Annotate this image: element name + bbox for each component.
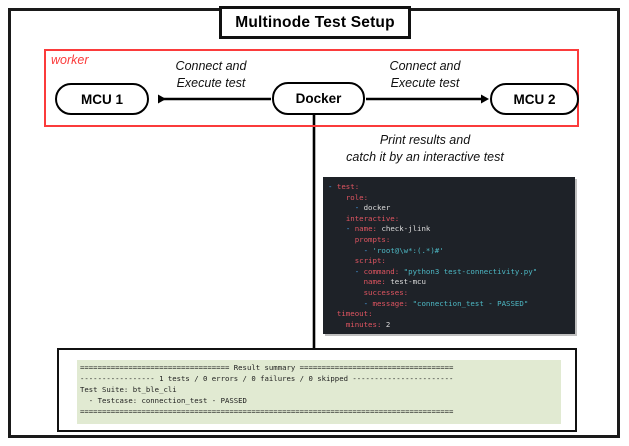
yaml-line: timeout: xyxy=(336,309,373,319)
edge-label-right-line2: Execute test xyxy=(390,75,460,90)
yaml-line: minutes: 2 xyxy=(345,319,391,329)
edge-label-left: Connect and Execute test xyxy=(146,58,276,91)
yaml-line: - test: xyxy=(328,182,360,191)
yaml-line: successes: xyxy=(363,287,409,297)
node-docker-label: Docker xyxy=(295,91,342,106)
result-summary-line: Test Suite: bt_ble_cli xyxy=(80,385,177,394)
node-docker[interactable]: Docker xyxy=(272,82,365,115)
yaml-line: - name: check-jlink xyxy=(345,224,431,234)
yaml-line: interactive: xyxy=(345,213,400,223)
edge-label-right: Connect and Execute test xyxy=(360,58,490,91)
node-mcu1[interactable]: MCU 1 xyxy=(55,83,149,115)
result-summary-box: ================================== Resul… xyxy=(57,348,577,432)
result-summary-output: ================================== Resul… xyxy=(77,360,561,424)
edge-label-print-line2: catch it by an interactive test xyxy=(346,149,504,164)
yaml-line: - message: "connection_test - PASSED" xyxy=(363,298,529,308)
result-summary-line: ================================== Resul… xyxy=(80,363,454,372)
yaml-line: name: test-mcu xyxy=(363,277,426,287)
result-summary-line: ----------------- 1 tests / 0 errors / 0… xyxy=(80,374,454,383)
worker-boundary-box xyxy=(44,49,579,127)
node-mcu2-label: MCU 2 xyxy=(513,91,556,107)
yaml-line: - docker xyxy=(354,203,391,213)
yaml-line: - 'root@\w*:(.*)#' xyxy=(363,245,444,255)
edge-label-print-line1: Print results and xyxy=(379,133,471,147)
edge-label-print-results: Print results and catch it by an interac… xyxy=(300,132,550,165)
result-summary-line: - Testcase: connection_test - PASSED xyxy=(80,396,247,405)
yaml-line: role: xyxy=(345,192,369,202)
edge-label-left-line1: Connect and xyxy=(175,59,247,73)
edge-label-right-line1: Connect and xyxy=(389,59,461,73)
yaml-config-terminal: - test: role: - docker interactive: - na… xyxy=(323,177,575,334)
worker-label: worker xyxy=(51,53,89,67)
edge-label-left-line2: Execute test xyxy=(176,75,246,90)
result-summary-line: ========================================… xyxy=(80,407,454,416)
yaml-line: - command: "python3 test-connectivity.py… xyxy=(354,266,538,276)
node-mcu2[interactable]: MCU 2 xyxy=(490,83,579,115)
yaml-line: prompts: xyxy=(354,234,391,244)
page-title: Multinode Test Setup xyxy=(219,6,411,39)
page-title-text: Multinode Test Setup xyxy=(235,13,395,31)
node-mcu1-label: MCU 1 xyxy=(80,91,123,107)
yaml-line: script: xyxy=(354,256,386,266)
